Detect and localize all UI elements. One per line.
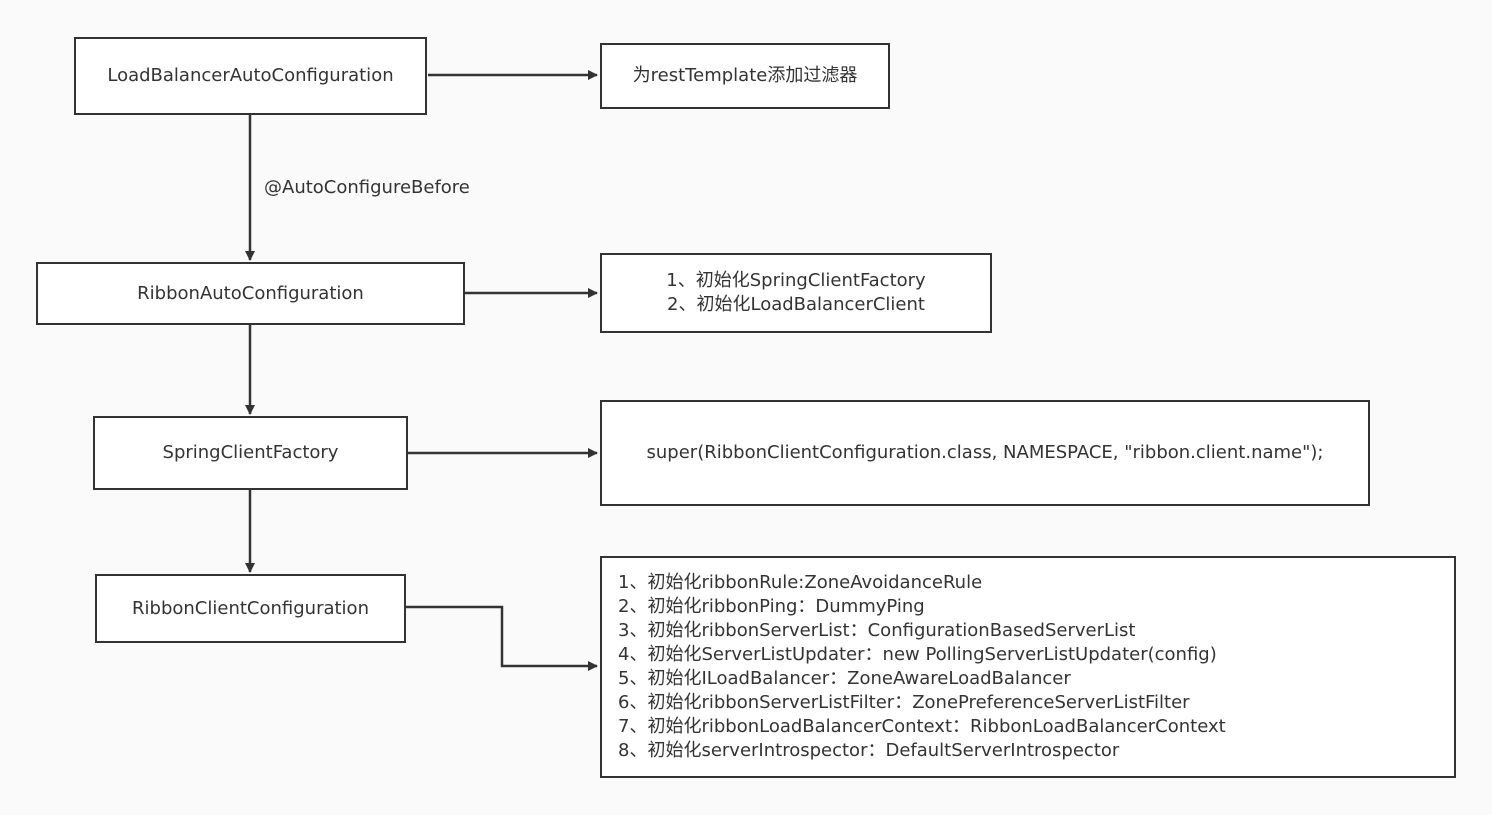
node-label: LoadBalancerAutoConfiguration xyxy=(107,65,394,86)
note-line: 7、初始化ribbonLoadBalancerContext：RibbonLoa… xyxy=(618,716,1226,737)
note-ribbon-client-configuration[interactable]: 1、初始化ribbonRule:ZoneAvoidanceRule 2、初始化r… xyxy=(600,556,1456,778)
node-ribbon-client-configuration[interactable]: RibbonClientConfiguration xyxy=(95,574,406,643)
node-label: SpringClientFactory xyxy=(162,442,339,463)
note-line: 3、初始化ribbonServerList：ConfigurationBased… xyxy=(618,620,1136,641)
note-line: 4、初始化ServerListUpdater：new PollingServer… xyxy=(618,644,1217,665)
edge-rcc-to-note xyxy=(406,605,598,671)
note-spring-client-factory[interactable]: super(RibbonClientConfiguration.class, N… xyxy=(600,400,1370,506)
note-line: 6、初始化ribbonServerListFilter：ZonePreferen… xyxy=(618,692,1190,713)
note-load-balancer-auto-configuration[interactable]: 为restTemplate添加过滤器 xyxy=(600,43,890,109)
edge-label-auto-configure-before: @AutoConfigureBefore xyxy=(264,176,470,200)
note-line: 1、初始化ribbonRule:ZoneAvoidanceRule xyxy=(618,572,983,593)
note-line: super(RibbonClientConfiguration.class, N… xyxy=(646,442,1324,463)
note-ribbon-auto-configuration[interactable]: 1、初始化SpringClientFactory 2、初始化LoadBalanc… xyxy=(600,253,992,333)
node-label: RibbonAutoConfiguration xyxy=(137,282,364,304)
note-line: 2、初始化LoadBalancerClient xyxy=(667,294,925,315)
node-ribbon-auto-configuration[interactable]: RibbonAutoConfiguration xyxy=(36,262,465,325)
node-label: RibbonClientConfiguration xyxy=(132,597,369,619)
node-load-balancer-auto-configuration[interactable]: LoadBalancerAutoConfiguration xyxy=(74,37,427,115)
node-spring-client-factory[interactable]: SpringClientFactory xyxy=(93,416,408,490)
note-line: 2、初始化ribbonPing：DummyPing xyxy=(618,596,925,617)
note-line: 8、初始化serverIntrospector：DefaultServerInt… xyxy=(618,740,1120,761)
note-line: 1、初始化SpringClientFactory xyxy=(666,270,926,291)
note-line: 为restTemplate添加过滤器 xyxy=(632,65,858,86)
note-line: 5、初始化ILoadBalancer：ZoneAwareLoadBalancer xyxy=(618,668,1071,689)
